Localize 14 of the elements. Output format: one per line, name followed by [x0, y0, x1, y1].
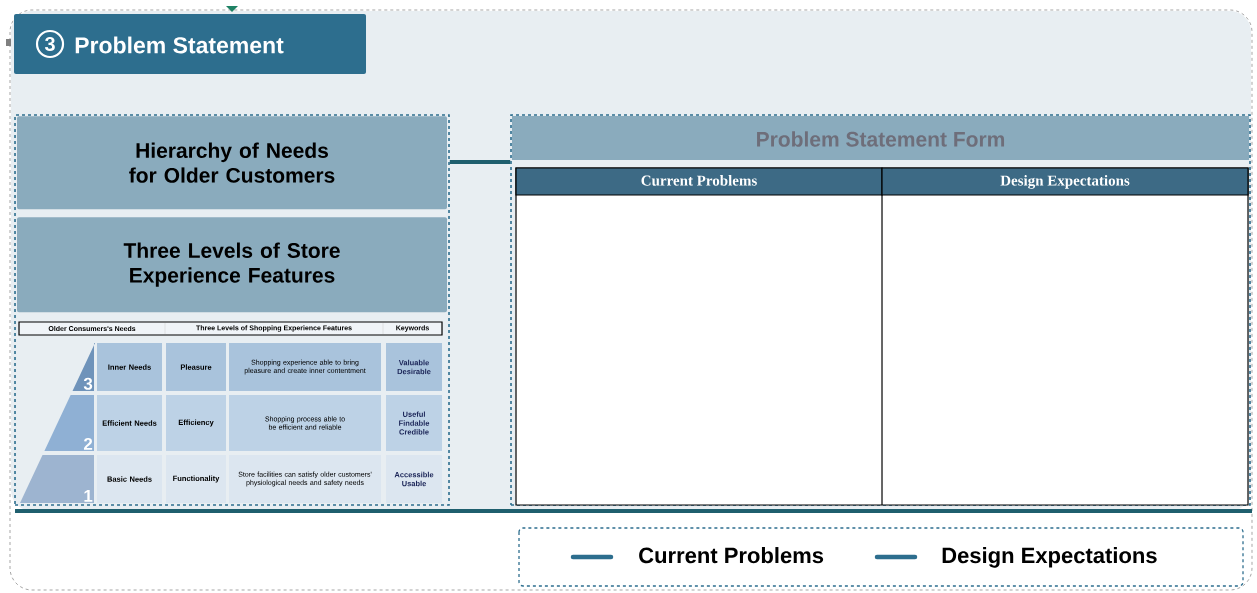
legend-text: Current Problems [639, 547, 824, 564]
connector-line [449, 160, 511, 164]
column-header: Current Problems [515, 167, 883, 196]
legend-text: Design Expectations [942, 547, 1157, 568]
title-text: Problem Statement [75, 36, 284, 54]
pyramid-level: 2 [44, 395, 94, 451]
circled-number: 3 [35, 29, 65, 59]
heading-band: Problem Statement Form [512, 116, 1249, 160]
heading-band: Three Levels of Store Experience Features [17, 217, 447, 313]
pyramid-level: 3 [72, 343, 95, 391]
dashed-panel [14, 114, 450, 506]
heading-band: Hierarchy of Needs for Older Customers [17, 116, 447, 210]
pyramid-level: 1 [20, 455, 94, 503]
column-header: Design Expectations [881, 167, 1249, 196]
